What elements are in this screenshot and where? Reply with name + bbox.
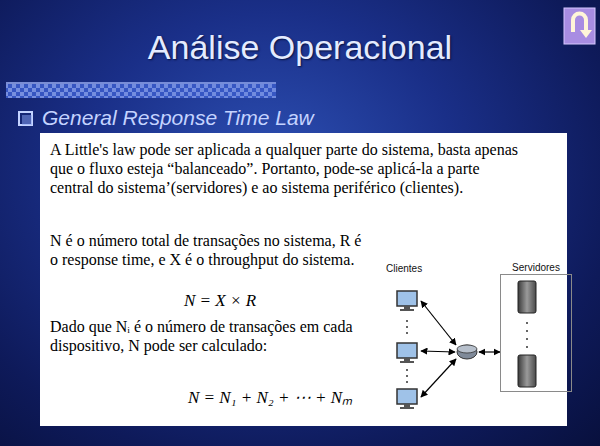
router-symbol (457, 345, 477, 353)
bullet-square (19, 112, 32, 125)
client-computers (404, 306, 410, 309)
link-arrows (421, 359, 456, 397)
bullet-square (22, 115, 32, 125)
ellipsis-dots (406, 332, 408, 334)
node-heading: Servidores (500, 261, 572, 274)
ellipsis-dots (406, 369, 408, 371)
link-arrows (421, 351, 455, 352)
slide-title: Análise Operacional (0, 28, 600, 67)
formula: N = N₁ + N₂ + ⋯ + Nₘ (160, 388, 380, 407)
ellipsis-dots (406, 375, 408, 377)
group-label: Clientes (386, 263, 422, 274)
router-symbol (457, 345, 477, 359)
client-computers (404, 358, 410, 361)
link-arrows (421, 301, 456, 345)
server-towers (518, 355, 536, 387)
client-computers (400, 361, 414, 363)
server-group: Servidores (500, 261, 572, 392)
paragraph: Dado que Nᵢ é o número de transações em … (50, 317, 372, 355)
return-icon (564, 8, 595, 44)
paragraph: N é o número total de transações no sist… (50, 231, 372, 269)
ellipsis-dots (406, 320, 408, 322)
router-symbol (457, 345, 477, 359)
server-towers (518, 281, 536, 387)
client-computers (397, 343, 417, 358)
client-computers (397, 389, 417, 404)
title-bar (6, 84, 276, 98)
link-arrows (421, 301, 500, 397)
server-towers (518, 281, 536, 313)
return-icon (564, 8, 595, 44)
ellipsis-dots (526, 322, 528, 324)
ellipsis-dots (406, 326, 408, 328)
text-panel: A Little's law pode ser aplicada a qualq… (40, 133, 567, 426)
paragraph: A Little's law pode ser aplicada a qualq… (50, 140, 520, 197)
return-icon (580, 30, 592, 38)
ellipsis-dots (526, 346, 528, 348)
bullet-heading: General Response Time Law (42, 106, 314, 130)
title-bar (6, 82, 276, 98)
client-computers (397, 291, 417, 409)
client-computers (400, 309, 414, 311)
server-outline (500, 274, 572, 392)
client-computers (397, 343, 417, 363)
client-computers (397, 291, 417, 306)
bullet-square (19, 112, 32, 125)
client-computers (400, 407, 414, 409)
client-computers (404, 404, 410, 407)
ellipsis-dots (526, 330, 528, 332)
client-computers (397, 291, 417, 311)
formula: N = X × R (60, 291, 380, 310)
link-arrows (479, 351, 500, 352)
ellipsis-dots (526, 338, 528, 340)
title-bar (6, 82, 276, 84)
ellipsis-dots (406, 381, 408, 383)
ellipsis-dots (406, 320, 528, 383)
client-computers (397, 389, 417, 409)
